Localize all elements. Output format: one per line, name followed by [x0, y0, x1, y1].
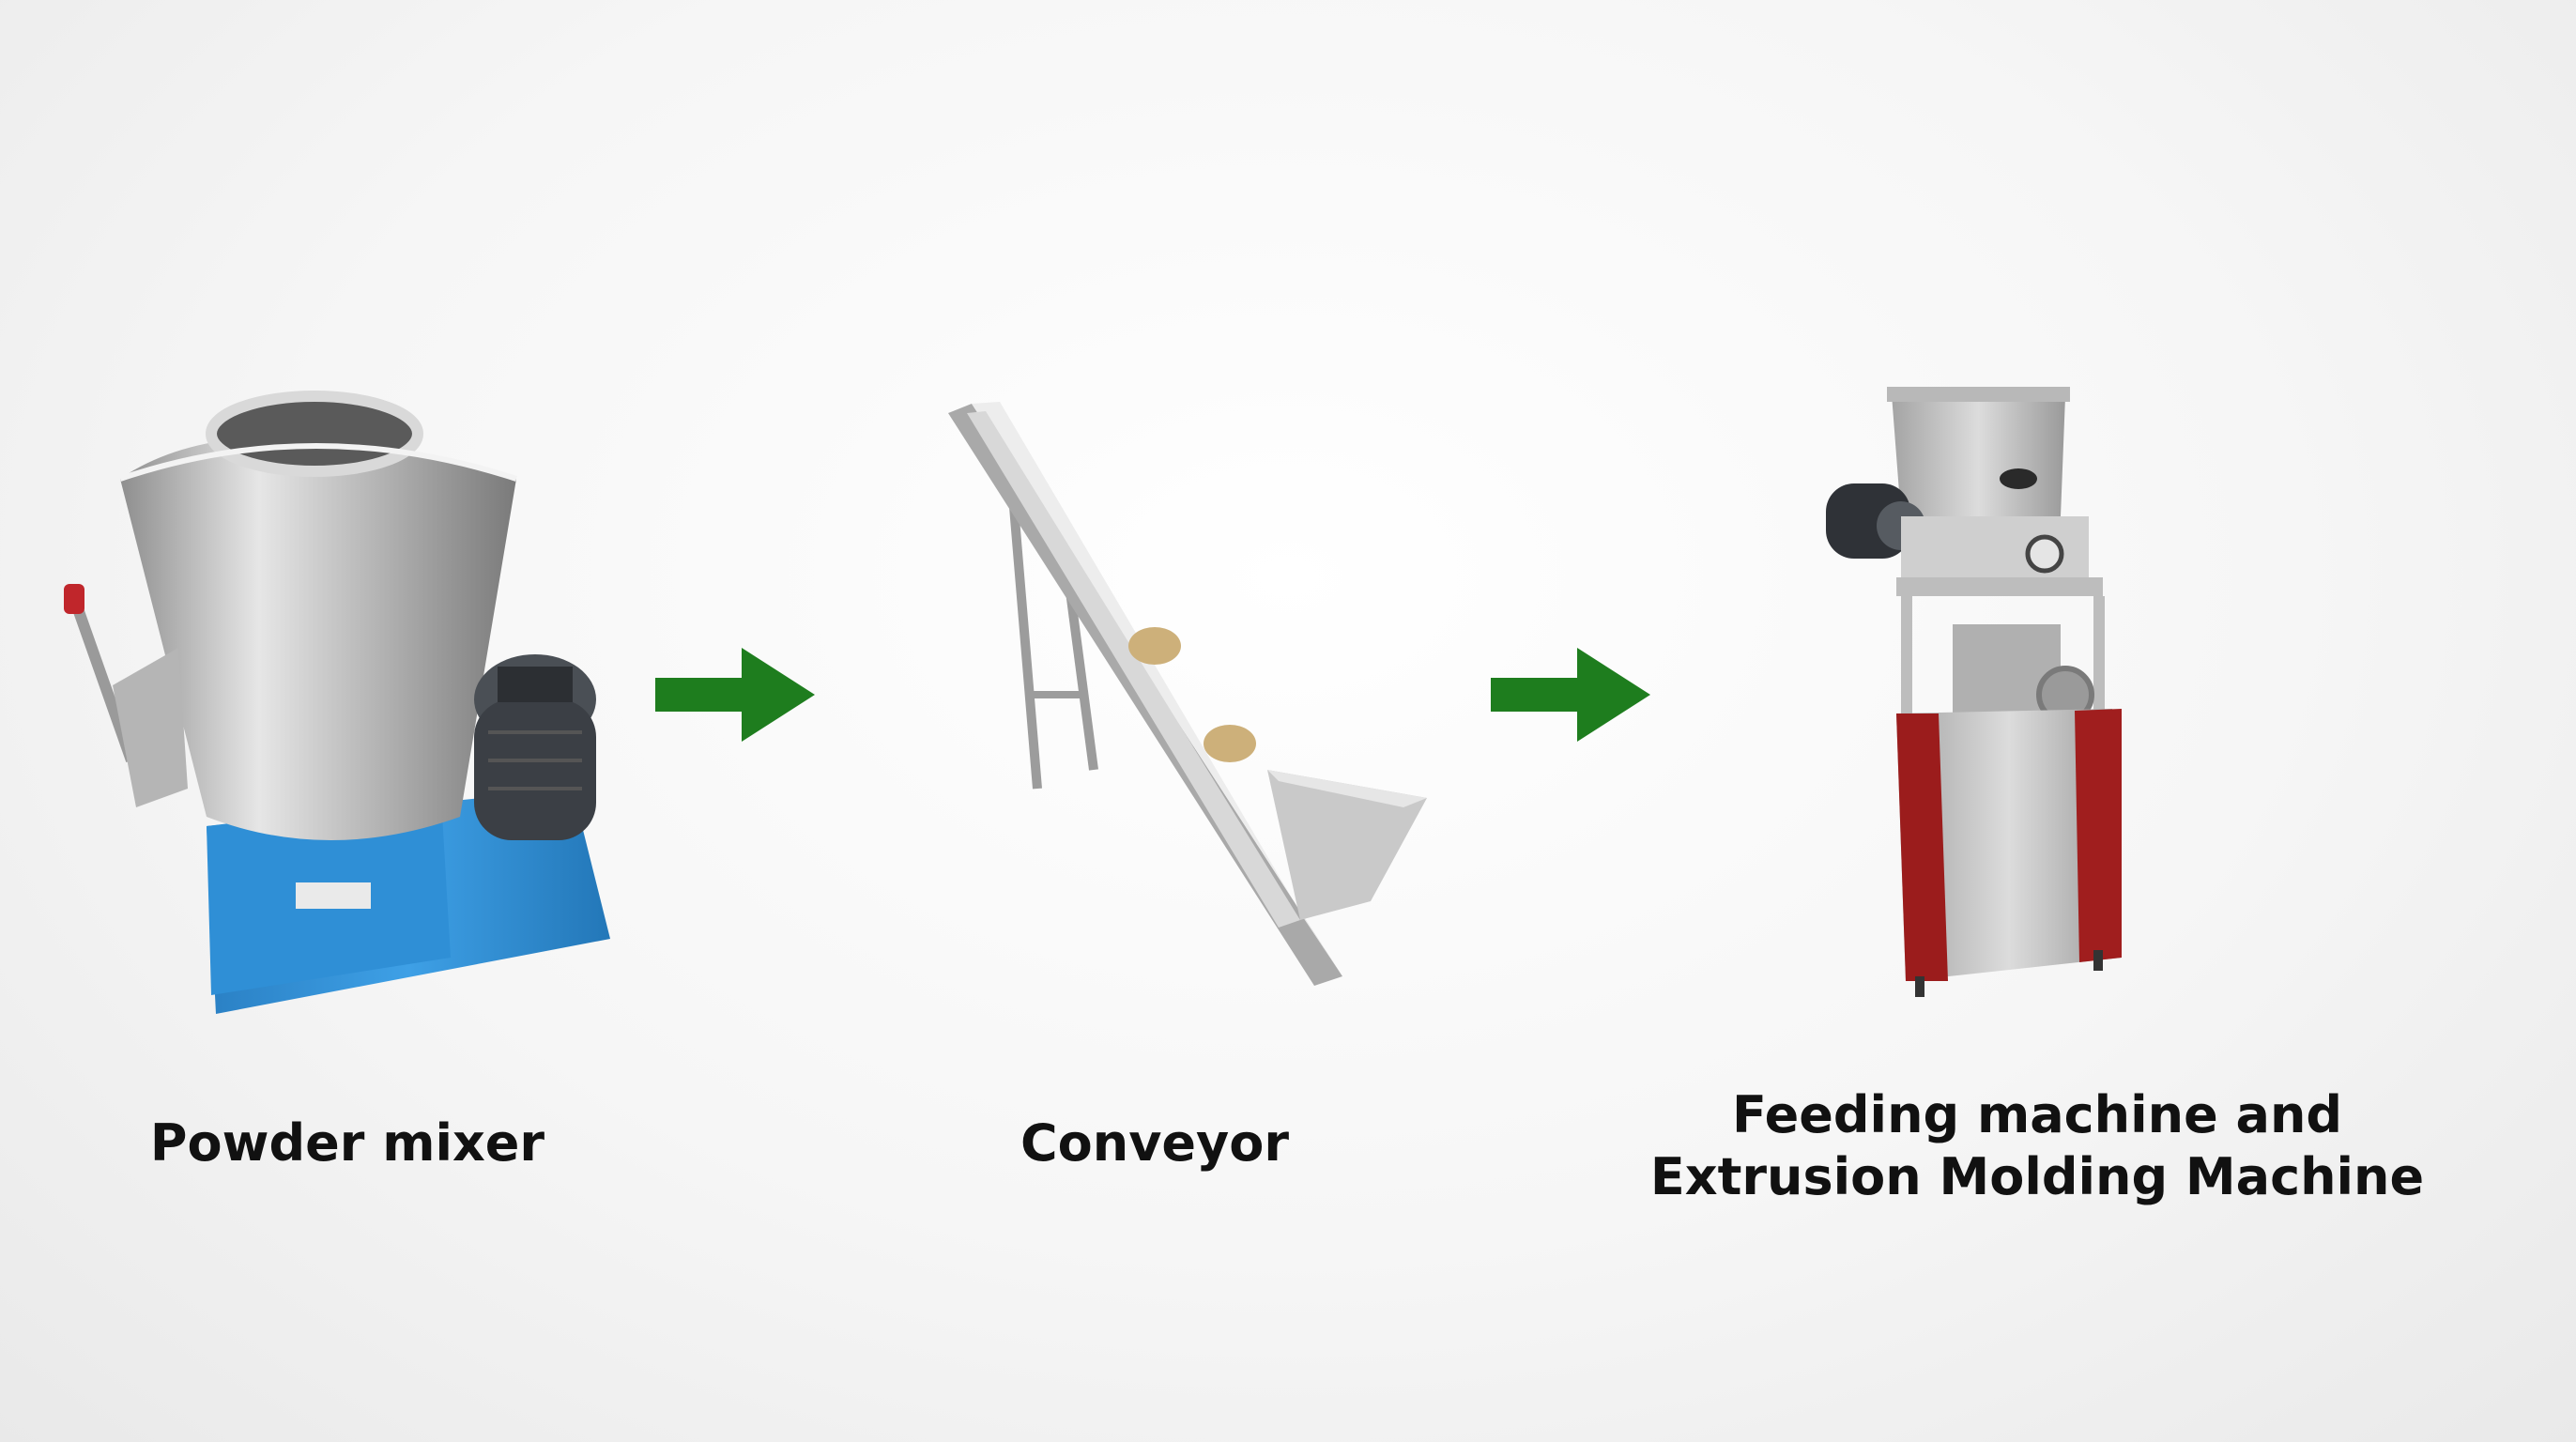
label-line: Feeding machine and — [1731, 1085, 2343, 1144]
powder-mixer-image — [47, 376, 629, 1033]
label-powder-mixer: Powder mixer — [113, 1112, 582, 1174]
conveyor-image — [929, 394, 1455, 1005]
right-arrow-icon — [1491, 648, 1650, 742]
right-arrow-icon — [655, 648, 815, 742]
label-line: Conveyor — [1020, 1113, 1289, 1173]
label-extruder: Feeding machine and Extrusion Molding Ma… — [1596, 1084, 2478, 1208]
label-line: Extrusion Molding Machine — [1649, 1147, 2425, 1206]
label-line: Powder mixer — [149, 1113, 545, 1173]
extruder-image — [1812, 376, 2225, 1014]
label-conveyor: Conveyor — [967, 1112, 1342, 1174]
